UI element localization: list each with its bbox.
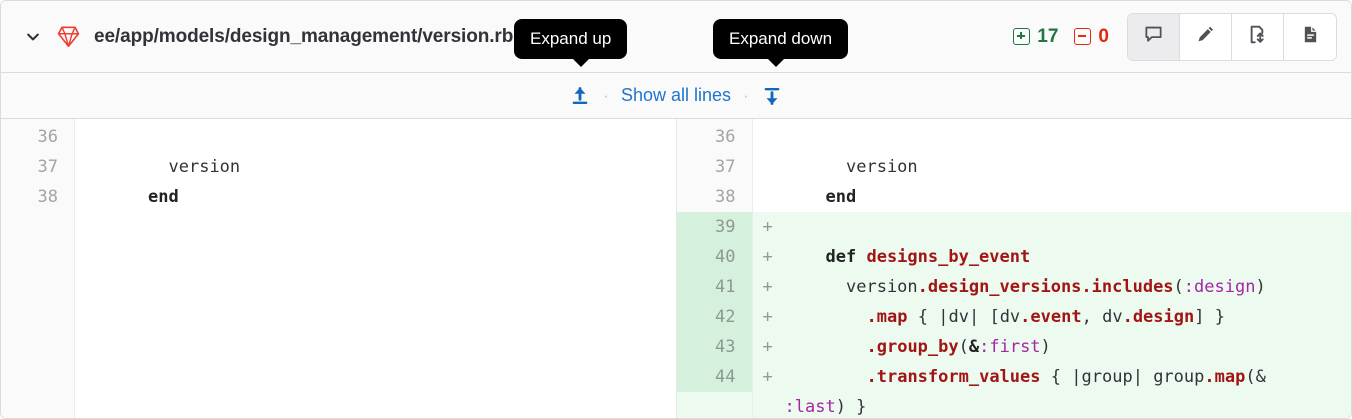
- line-number-filler: [1, 272, 74, 302]
- comment-button[interactable]: [1128, 13, 1180, 60]
- file-actions-group: [1127, 12, 1337, 61]
- ruby-gem-icon: [57, 25, 80, 48]
- code-line[interactable]: version: [168, 157, 241, 177]
- line-number[interactable]: 37: [37, 157, 58, 177]
- document-icon: [1300, 24, 1321, 50]
- code-line[interactable]: + .map { |dv| [dv.event, dv.design] }: [752, 302, 1351, 332]
- diff-marker: +: [762, 217, 773, 237]
- view-file-button[interactable]: [1284, 13, 1336, 60]
- edit-button[interactable]: [1180, 13, 1232, 60]
- code-line-filler: [75, 392, 676, 418]
- line-number[interactable]: 43: [676, 332, 752, 362]
- chevron-down-icon[interactable]: [23, 27, 43, 47]
- code-line[interactable]: end: [825, 187, 857, 207]
- code-line[interactable]: + .group_by(&:first): [752, 332, 1351, 362]
- expand-lines-row: · Show all lines ·: [1, 73, 1351, 119]
- diff-pane-old: 36 37 38 version end: [1, 119, 677, 418]
- line-number[interactable]: 44: [676, 362, 752, 392]
- code-line[interactable]: + version.design_versions.includes(:desi…: [752, 272, 1351, 302]
- added-lines-stat: 17: [1013, 26, 1058, 48]
- code-line[interactable]: end: [148, 187, 179, 207]
- diff-marker: +: [762, 277, 773, 297]
- line-number[interactable]: 40: [676, 242, 752, 272]
- tooltip-expand-up: Expand up: [514, 19, 628, 68]
- file-header-right: 17 0: [1013, 12, 1337, 61]
- arrow-down-to-line-icon[interactable]: [761, 85, 783, 107]
- code-line-filler: [75, 332, 676, 362]
- code-line-filler: :last) }: [752, 392, 1351, 418]
- code-line-filler: [75, 212, 676, 242]
- separator-dot: ·: [603, 86, 609, 105]
- removed-lines-count: 0: [1098, 25, 1109, 47]
- file-header-left: ee/app/models/design_management/version.…: [23, 25, 1013, 48]
- comment-icon: [1143, 24, 1164, 50]
- show-all-lines-link[interactable]: Show all lines: [620, 85, 732, 105]
- line-number-filler: [1, 212, 74, 242]
- file-header: ee/app/models/design_management/version.…: [1, 1, 1351, 73]
- line-number[interactable]: 36: [715, 127, 736, 147]
- line-number-gutter-old[interactable]: 36 37 38: [1, 119, 75, 418]
- line-number-filler: [1, 242, 74, 272]
- plus-square-icon: [1013, 28, 1031, 45]
- code-line[interactable]: + .transform_values { |group| group.map(…: [752, 362, 1351, 392]
- view-changes-button[interactable]: [1232, 13, 1284, 60]
- code-line-filler: [75, 362, 676, 392]
- code-line[interactable]: [753, 122, 1352, 152]
- diff-marker: +: [762, 337, 773, 357]
- added-lines-count: 17: [1037, 25, 1059, 47]
- code-column-old[interactable]: version end: [75, 119, 676, 418]
- code-line-filler: [75, 272, 676, 302]
- line-number-filler: [1, 302, 74, 332]
- line-number[interactable]: 42: [676, 302, 752, 332]
- pencil-icon: [1195, 24, 1216, 50]
- line-number[interactable]: 36: [37, 127, 58, 147]
- removed-lines-stat: 0: [1074, 26, 1109, 48]
- diff-marker: +: [762, 247, 773, 267]
- file-path[interactable]: ee/app/models/design_management/version.…: [94, 25, 514, 47]
- line-number[interactable]: 37: [715, 157, 736, 177]
- tooltip-expand-down: Expand down: [713, 19, 849, 68]
- code-column-new[interactable]: version end++ def designs_by_event+ vers…: [752, 119, 1352, 418]
- line-number[interactable]: 38: [715, 187, 736, 207]
- line-number-filler: [1, 362, 74, 392]
- file-transfer-icon: [1247, 24, 1268, 50]
- separator-dot-2: ·: [743, 86, 749, 105]
- diff-stats: 17 0: [1013, 26, 1109, 48]
- minus-square-icon: [1074, 28, 1092, 45]
- line-number-filler: [676, 392, 752, 418]
- line-number-filler: [1, 332, 74, 362]
- line-number[interactable]: 41: [676, 272, 752, 302]
- code-line-filler: [75, 302, 676, 332]
- code-line-filler: [75, 242, 676, 272]
- line-number-filler: [1, 392, 74, 418]
- code-line[interactable]: + def designs_by_event: [752, 242, 1351, 272]
- code-line[interactable]: [75, 122, 676, 152]
- diff-marker: +: [762, 367, 773, 387]
- diff-marker: +: [762, 307, 773, 327]
- arrow-up-to-line-icon[interactable]: [569, 85, 591, 107]
- line-number[interactable]: 39: [676, 212, 752, 242]
- line-number[interactable]: 38: [37, 187, 58, 207]
- code-line[interactable]: version: [846, 157, 918, 177]
- code-line[interactable]: +: [752, 212, 1351, 242]
